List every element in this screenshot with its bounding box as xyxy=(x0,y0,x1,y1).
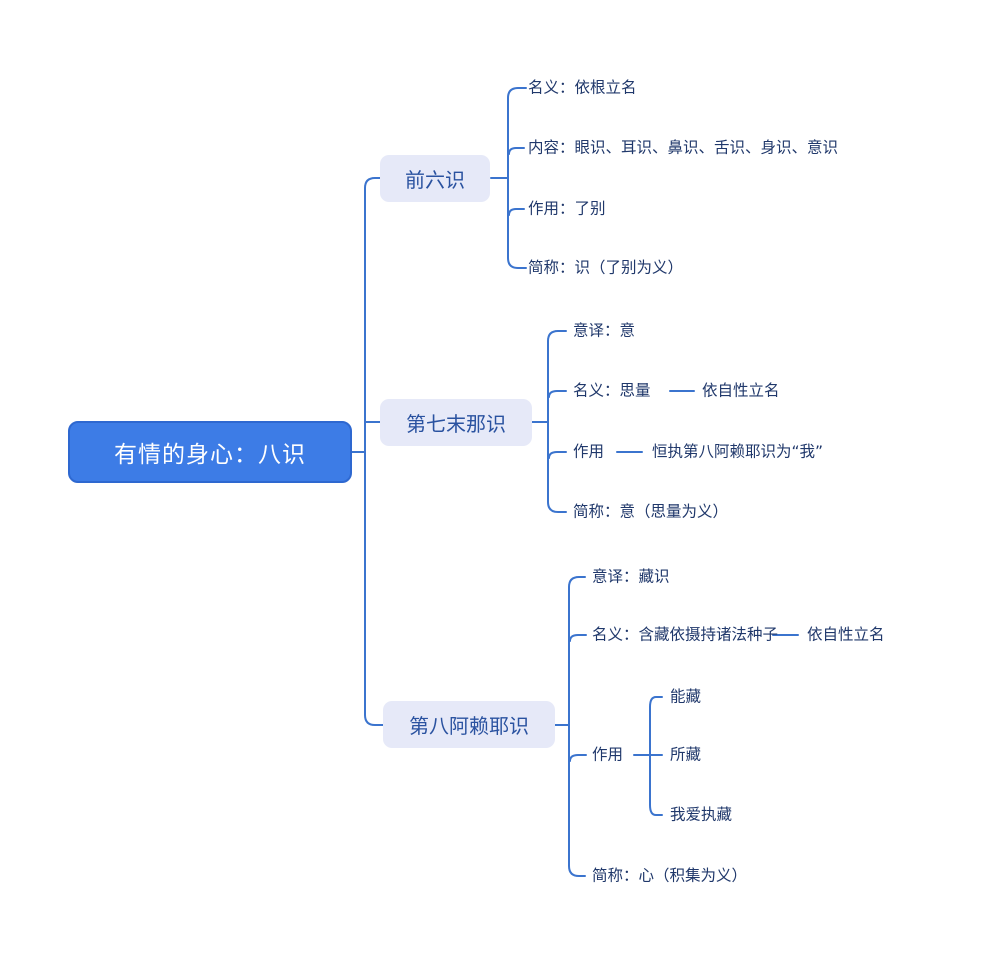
branch1-leaf-neirong[interactable]: 内容：眼识、耳识、鼻识、舌识、身识、意识 xyxy=(528,138,839,157)
root-topic[interactable]: 有情的身心：八识 xyxy=(68,421,352,483)
branch2-topic-label: 第七末那识 xyxy=(406,412,506,436)
branch1-leaf-jiancheng[interactable]: 简称：识（了别为义） xyxy=(528,258,684,277)
branch1-topic-label: 前六识 xyxy=(405,168,465,192)
branch1-leaf-zuoyong[interactable]: 作用：了别 xyxy=(528,199,606,218)
branch3-topic[interactable]: 第八阿赖耶识 xyxy=(383,701,555,748)
branch3-topic-label: 第八阿赖耶识 xyxy=(409,714,529,738)
branch3-leaf-mingyi-child[interactable]: 依自性立名 xyxy=(807,625,885,644)
branch2-leaf-jiancheng[interactable]: 简称：意（思量为义） xyxy=(573,502,729,521)
branch3-sub-suocang[interactable]: 所藏 xyxy=(670,745,702,764)
branch2-leaf-yiyi[interactable]: 意译：意 xyxy=(573,321,636,340)
connector-branch3-leaf3-stub xyxy=(569,754,587,762)
branch3-sub-nengcang[interactable]: 能藏 xyxy=(670,687,702,706)
branch3-leaf-zuoyong[interactable]: 作用 xyxy=(592,745,624,764)
connector-branch1-trunk xyxy=(507,87,527,269)
branch2-leaf-mingyi-child[interactable]: 依自性立名 xyxy=(702,381,780,400)
branch1-leaf-mingyi[interactable]: 名义：依根立名 xyxy=(528,78,637,97)
connector-branch2-leaf3-stub xyxy=(548,451,567,459)
branch2-leaf-mingyi[interactable]: 名义：思量 xyxy=(573,381,651,400)
branch2-leaf-zuoyong[interactable]: 作用 xyxy=(573,442,605,461)
connector-root-trunk xyxy=(364,177,386,726)
connector-branch2-leaf2-stub xyxy=(548,390,567,398)
connector-branch3-leaf2-stub xyxy=(569,634,587,642)
branch3-sub-woaizhicang[interactable]: 我爱执藏 xyxy=(670,805,733,824)
branch3-leaf-yiyi[interactable]: 意译：藏识 xyxy=(592,567,670,586)
branch2-topic[interactable]: 第七末那识 xyxy=(380,399,532,446)
root-topic-label: 有情的身心：八识 xyxy=(114,442,306,468)
branch1-topic[interactable]: 前六识 xyxy=(380,155,490,202)
connector-branch1-leaf3-stub xyxy=(508,208,525,216)
connector-branch2-trunk xyxy=(547,330,567,513)
connector-branch3-trunk xyxy=(568,576,586,877)
branch3-leaf-mingyi[interactable]: 名义：含藏依摄持诸法种子 xyxy=(592,625,779,644)
branch3-leaf-jiancheng[interactable]: 简称：心（积集为义） xyxy=(592,866,748,885)
connector-branch1-leaf2-stub xyxy=(508,147,525,155)
branch2-leaf-zuoyong-child[interactable]: 恒执第八阿赖耶识为“我” xyxy=(652,442,824,461)
